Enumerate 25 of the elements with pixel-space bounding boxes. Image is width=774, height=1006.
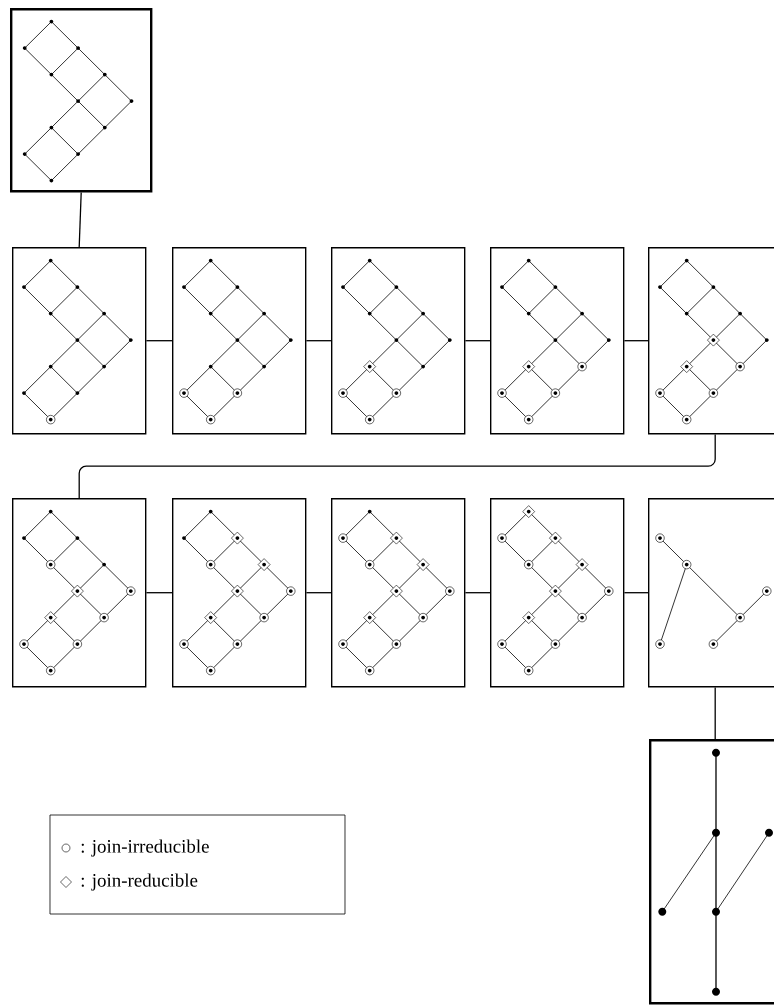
lattice-drawing: [12, 247, 147, 435]
lattice-drawing: [172, 247, 307, 435]
lattice-drawing: [172, 498, 307, 688]
connector-line: [464, 592, 491, 594]
lattice-drawing: [331, 498, 466, 688]
lattice-drawing: [10, 8, 153, 193]
connector-line: [623, 592, 649, 594]
connector-line: [714, 686, 716, 740]
connector-line: [623, 340, 649, 342]
lattice-drawing: [649, 739, 774, 1005]
connector-line: [145, 592, 173, 594]
connector-line: [305, 340, 332, 342]
lattice-drawing: [12, 498, 147, 688]
connector-line: [78, 433, 716, 499]
lattice-drawing: [648, 498, 774, 688]
connector-line: [145, 340, 173, 342]
lattice-drawing: [490, 247, 625, 435]
connector-line: [78, 191, 82, 248]
lattice-drawing: [648, 247, 774, 435]
lattice-drawing: [490, 498, 625, 688]
connector-line: [305, 592, 332, 594]
legend-text: : join-irreducible: [81, 839, 209, 857]
lattice-drawing: [331, 247, 466, 435]
legend-text: : join-reducible: [81, 873, 198, 891]
connector-line: [464, 340, 491, 342]
